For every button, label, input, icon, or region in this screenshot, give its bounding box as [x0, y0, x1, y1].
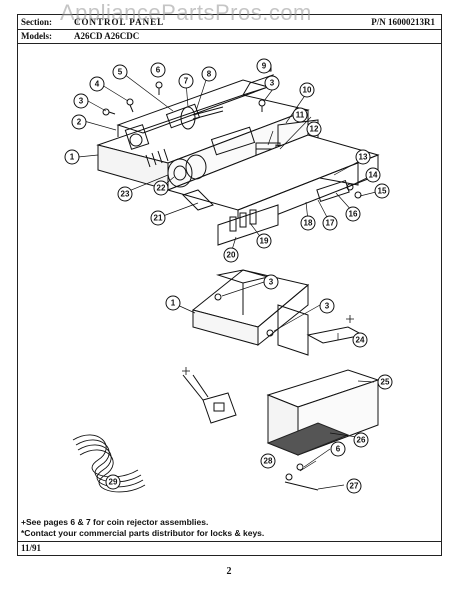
svg-text:18: 18 — [304, 219, 313, 228]
svg-text:14: 14 — [369, 171, 378, 180]
section-value: CONTROL PANEL — [74, 17, 165, 27]
section-label: Section: — [21, 17, 52, 27]
callout-5: 5 — [112, 64, 128, 80]
models-label: Models: — [21, 31, 52, 41]
callout-19: 19 — [256, 233, 272, 249]
callout-20: 20 — [223, 247, 239, 263]
callout-1: 1 — [64, 149, 80, 165]
note-coin-rejector: +See pages 6 & 7 for coin rejector assem… — [21, 517, 209, 527]
callout-16: 16 — [345, 206, 361, 222]
callout-27: 27 — [346, 478, 362, 494]
coin-rejector-bracket — [182, 374, 237, 424]
svg-text:20: 20 — [227, 251, 236, 260]
gasket-26 — [266, 422, 350, 456]
callout-18: 18 — [300, 215, 316, 231]
svg-text:19: 19 — [260, 237, 269, 246]
svg-text:3: 3 — [270, 79, 275, 88]
part-number: P/N 16000213R1 — [371, 17, 435, 27]
callout-23: 23 — [117, 186, 133, 202]
callout-22: 22 — [153, 180, 169, 196]
parts-diagram-sheet: Section: CONTROL PANEL P/N 16000213R1 Mo… — [17, 14, 442, 556]
markers — [182, 315, 354, 375]
svg-text:24: 24 — [356, 336, 365, 345]
callout-21: 21 — [150, 210, 166, 226]
models-value: A26CD A26CDC — [74, 31, 140, 41]
svg-text:7: 7 — [184, 77, 189, 86]
callout-6a: 6 — [150, 62, 166, 78]
leader-lines — [77, 73, 385, 490]
callout-13: 13 — [355, 149, 371, 165]
callout-28: 28 — [260, 453, 276, 469]
callout-29: 29 — [105, 474, 121, 490]
callout-25: 25 — [377, 374, 393, 390]
callout-11: 11 — [292, 107, 308, 123]
header-divider-2 — [18, 43, 441, 44]
revision-date: 11/91 — [21, 543, 42, 553]
knob-assembly — [167, 154, 207, 188]
svg-text:12: 12 — [310, 125, 319, 134]
callout-6b: 6 — [330, 441, 346, 457]
svg-text:1: 1 — [171, 299, 176, 308]
svg-text:26: 26 — [357, 436, 366, 445]
svg-text:22: 22 — [157, 184, 166, 193]
svg-text:5: 5 — [118, 68, 123, 77]
header-divider — [18, 29, 441, 30]
callout-10: 10 — [299, 82, 315, 98]
callout-15: 15 — [374, 183, 390, 199]
svg-text:9: 9 — [262, 62, 267, 71]
svg-text:3: 3 — [325, 302, 330, 311]
callout-17: 17 — [322, 215, 338, 231]
svg-text:23: 23 — [121, 190, 130, 199]
screws-lower — [214, 293, 319, 491]
screws-upper — [102, 81, 362, 199]
svg-text:6: 6 — [336, 445, 341, 454]
svg-text:28: 28 — [264, 457, 273, 466]
svg-text:8: 8 — [207, 70, 212, 79]
svg-text:15: 15 — [378, 187, 387, 196]
svg-text:16: 16 — [349, 210, 358, 219]
svg-text:3: 3 — [79, 97, 84, 106]
callout-3a: 3 — [73, 93, 89, 109]
svg-text:3: 3 — [269, 278, 274, 287]
svg-text:4: 4 — [95, 80, 100, 89]
callout-4: 4 — [89, 76, 105, 92]
bracket-19 — [217, 204, 279, 246]
header-section-row: Section: CONTROL PANEL P/N 16000213R1 — [18, 15, 441, 29]
svg-text:17: 17 — [326, 219, 335, 228]
console-lower — [191, 269, 310, 356]
svg-text:2: 2 — [77, 118, 82, 127]
callout-24: 24 — [352, 332, 368, 348]
callouts: 1 2 3 4 5 6 7 8 9 3 10 11 12 13 14 15 16… — [64, 58, 393, 494]
svg-text:13: 13 — [359, 153, 368, 162]
watermark: AppliancePartsPros.com — [60, 0, 312, 25]
svg-text:11: 11 — [296, 111, 305, 120]
callout-7: 7 — [178, 73, 194, 89]
svg-text:6: 6 — [156, 66, 161, 75]
callout-26: 26 — [353, 432, 369, 448]
callout-3d: 3 — [319, 298, 335, 314]
footer-divider — [18, 541, 441, 542]
callout-1b: 1 — [165, 295, 181, 311]
header-models-row: Models: A26CD A26CDC — [18, 15, 441, 41]
callout-8: 8 — [201, 66, 217, 82]
callout-12: 12 — [306, 121, 322, 137]
callout-14: 14 — [365, 167, 381, 183]
svg-text:21: 21 — [154, 214, 163, 223]
svg-text:25: 25 — [381, 378, 390, 387]
callout-3b: 3 — [264, 75, 280, 91]
callout-2: 2 — [71, 114, 87, 130]
svg-text:27: 27 — [350, 482, 359, 491]
svg-text:1: 1 — [70, 153, 75, 162]
svg-text:29: 29 — [109, 478, 118, 487]
callout-3c: 3 — [263, 274, 279, 290]
console-upper — [96, 79, 310, 191]
callout-9: 9 — [256, 58, 272, 74]
page-number: 2 — [226, 566, 232, 577]
exploded-view-drawing: 1 2 3 4 5 6 7 8 9 3 10 11 12 13 14 15 16… — [64, 58, 393, 494]
svg-text:10: 10 — [303, 86, 312, 95]
note-locks-keys: *Contact your commercial parts distribut… — [21, 528, 265, 538]
